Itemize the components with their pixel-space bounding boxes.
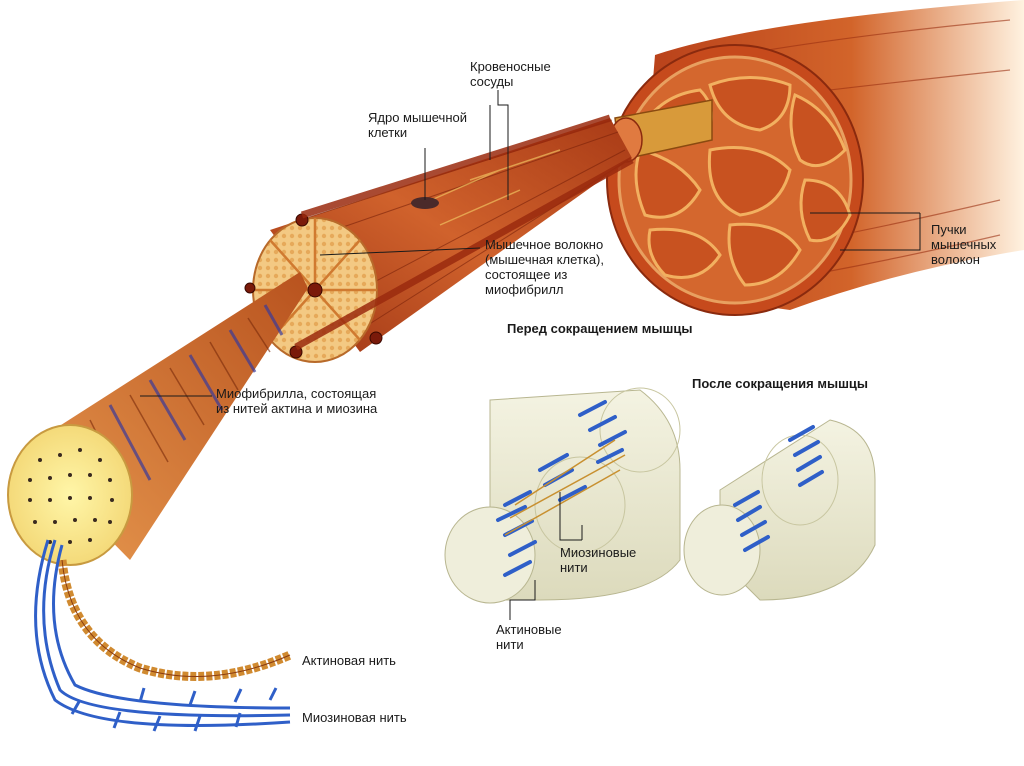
myofibril (7, 272, 308, 566)
heading-after-contraction: После сокращения мышцы (692, 376, 869, 391)
label-actin-strand: Актиновая нить (302, 653, 396, 668)
heading-before-contraction: Перед сокращением мышцы (507, 321, 693, 336)
label-fiber-bundles: Пучки мышечных волокон (931, 222, 997, 267)
label-muscle-fiber: Мышечное волокно (мышечная клетка), сост… (485, 237, 604, 297)
after-contraction-model (683, 419, 876, 601)
actin-strand-shape (57, 559, 292, 681)
label-myosin-filaments: Миозиновые нити (560, 545, 637, 575)
nucleus-shape (411, 197, 439, 209)
myosin-strand-shape (34, 539, 291, 732)
label-actin-filaments: Актиновые нити (496, 622, 562, 652)
before-contraction-model (444, 387, 681, 604)
muscle-belly (606, 0, 1024, 316)
label-myosin-strand: Миозиновая нить (302, 710, 407, 725)
label-myofibril: Миофибрилла, состоящая из нитей актина и… (216, 386, 378, 416)
leader-lines (140, 90, 921, 620)
label-blood-vessels: Кровеносные сосуды (470, 59, 551, 89)
label-muscle-cell-nucleus: Ядро мышечной клетки (368, 110, 467, 140)
